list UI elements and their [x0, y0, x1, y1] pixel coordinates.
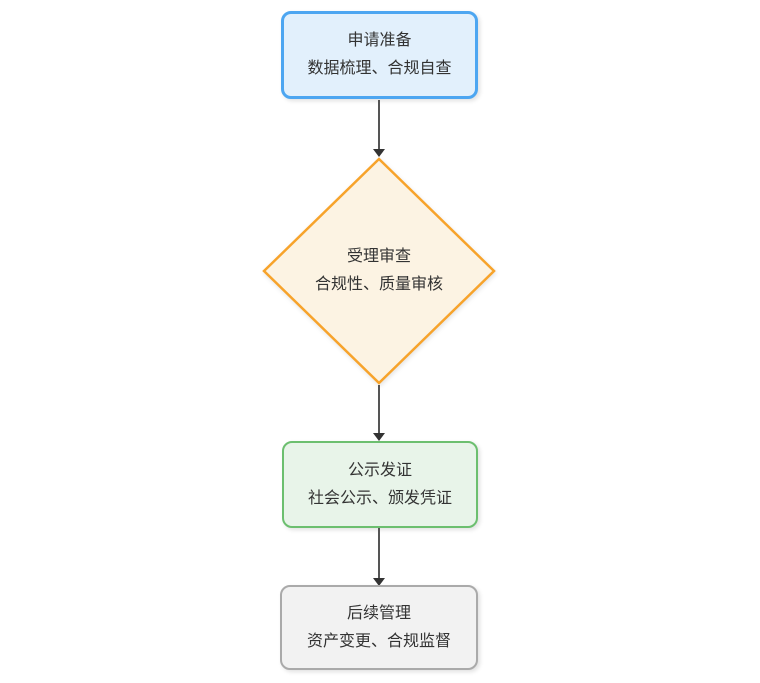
flowchart-node-step-3: 公示发证 社会公示、颁发凭证: [282, 441, 478, 528]
node-title: 受理审查: [346, 248, 411, 265]
node-title: 后续管理: [346, 604, 411, 622]
node-subtitle: 数据梳理、合规自查: [307, 60, 452, 77]
diamond-text-block: 受理审查 合规性、质量审核: [262, 157, 496, 385]
connector-arrow-2: [372, 385, 386, 441]
diamond-shape: [262, 157, 496, 385]
arrow-line: [378, 385, 380, 433]
node-subtitle: 合规性、质量审核: [314, 276, 443, 293]
flowchart-node-step-1: 申请准备 数据梳理、合规自查: [281, 11, 478, 99]
arrow-head-icon: [373, 578, 385, 586]
arrow-line: [378, 528, 380, 578]
node-subtitle: 社会公示、颁发凭证: [307, 489, 452, 507]
arrow-line: [378, 100, 380, 149]
node-title: 公示发证: [347, 461, 412, 479]
arrow-head-icon: [373, 433, 385, 441]
flowchart-node-step-2: 受理审查 合规性、质量审核: [262, 157, 496, 385]
connector-arrow-1: [372, 100, 386, 157]
flowchart-node-step-4: 后续管理 资产变更、合规监督: [280, 585, 478, 670]
node-subtitle: 资产变更、合规监督: [306, 632, 451, 650]
node-title: 申请准备: [347, 32, 412, 49]
connector-arrow-3: [372, 528, 386, 586]
arrow-head-icon: [373, 149, 385, 157]
